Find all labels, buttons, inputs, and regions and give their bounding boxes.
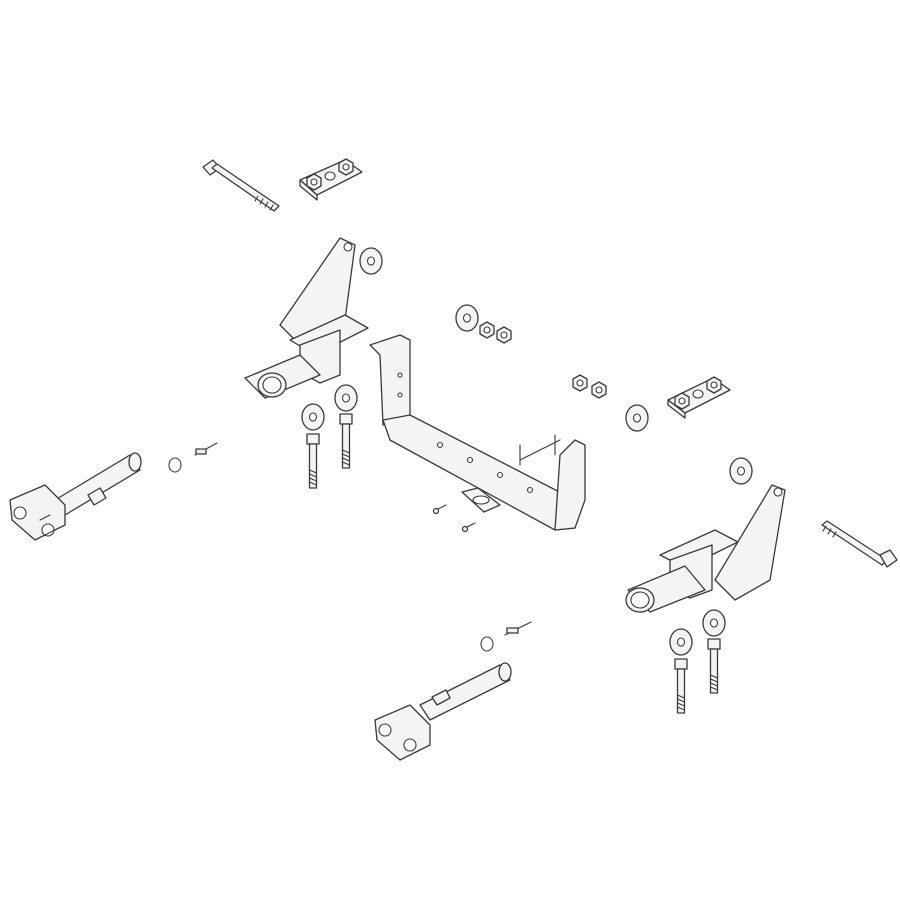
bolt-left-1 [301,403,325,489]
bolt-right-2 [702,609,726,694]
left-mount-bracket [245,238,368,398]
right-mount-bracket [626,485,785,612]
nut-right [572,374,588,392]
washer-center-1 [455,304,479,332]
nut-plate-right [668,376,730,418]
small-screws [434,505,476,532]
o-ring-bottom [481,637,493,651]
lock-washer-right [591,381,607,399]
washer-right-1 [625,404,649,432]
gasket-plate [462,488,500,512]
pivot-pin-bottom [375,663,511,760]
bolt-left-2 [334,384,358,469]
center-frame [370,335,585,530]
lock-washer-center [479,321,495,339]
nut-center [496,326,512,344]
grease-fitting-left [195,443,217,455]
pivot-pin-left [10,453,141,540]
long-bolt-top [203,160,279,211]
bolt-right-1 [669,628,693,714]
o-ring-left [169,458,181,472]
long-bolt-right [822,521,897,567]
nut-plate-top [300,158,362,200]
washer-right-bracket [729,457,753,485]
grease-fitting-bottom [505,622,531,635]
washer-left-bracket [359,247,383,275]
